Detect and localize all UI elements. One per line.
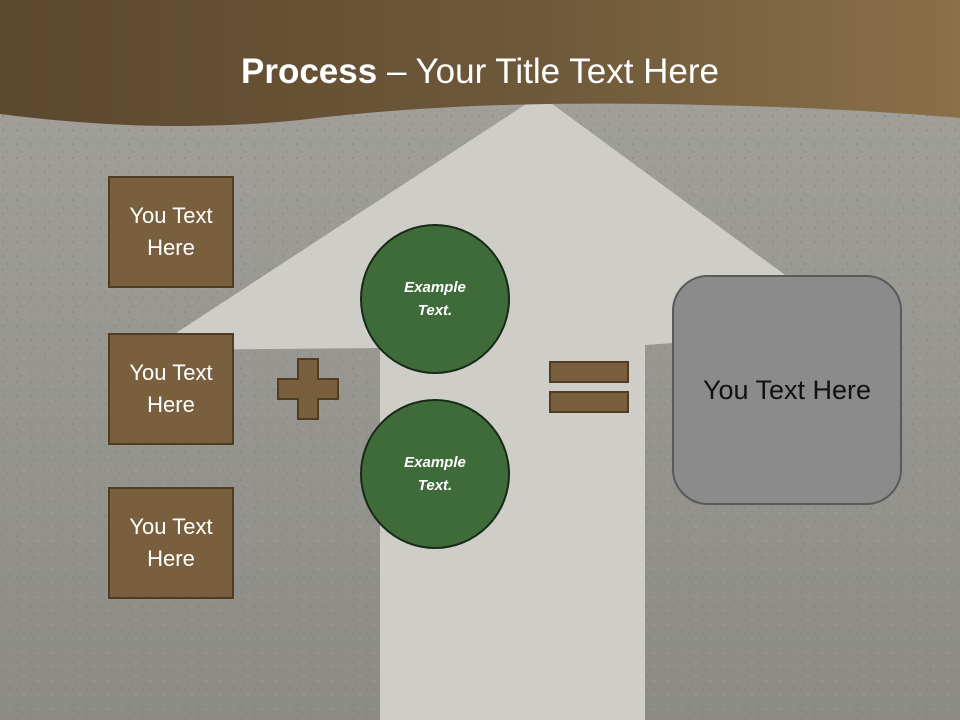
input-box-3: You Text Here — [108, 487, 234, 599]
plus-icon — [277, 358, 339, 420]
slide-title: Process – Your Title Text Here — [0, 52, 960, 92]
road-arrow — [150, 95, 860, 720]
circle-2: Example Text. — [360, 399, 510, 549]
equals-icon — [549, 361, 629, 413]
input-box-1: You Text Here — [108, 176, 234, 288]
result-box: You Text Here — [672, 275, 902, 505]
header-band — [0, 0, 960, 127]
circle-1: Example Text. — [360, 224, 510, 374]
title-rest: – Your Title Text Here — [377, 52, 719, 91]
title-bold: Process — [241, 52, 378, 91]
input-box-2: You Text Here — [108, 333, 234, 445]
